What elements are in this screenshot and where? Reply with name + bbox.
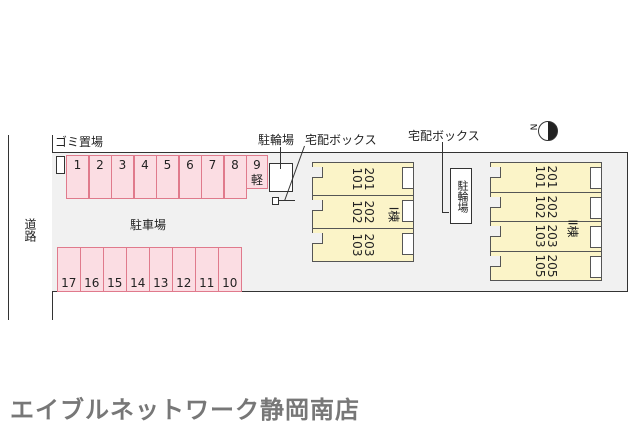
parking-space-9-number: 9 [253,158,261,172]
agency-name: エイブルネットワーク静岡南店 [10,396,360,424]
parking-space-13: 13 [149,247,173,292]
unit-numbers: 203 103 [533,224,559,248]
entrance-notch [590,226,602,248]
unit-numbers: 201 101 [533,165,559,189]
road-label: 道路 [23,218,37,242]
unit-numbers: 202 102 [350,200,376,224]
delivery-box-label-2: 宅配ボックス [408,129,480,143]
building2-unit: 201 101 [490,162,602,193]
bike-parking-label-2: 駐輪場 [456,179,469,213]
leader-line [280,147,281,169]
unit-numbers: 201 101 [350,167,376,191]
leader-line [442,142,443,212]
balcony [312,233,323,244]
parking-space-10: 10 [218,247,242,292]
parking-space-4: 4 [133,155,157,199]
building-2-name: Ⅱ棟 [565,219,580,238]
delivery-box-label: 宅配ボックス [305,133,377,147]
parking-space-14: 14 [126,247,150,292]
bike-parking-box [269,163,293,192]
compass-north: N [527,123,538,131]
parking-space-6: 6 [178,155,202,199]
garbage-label: ゴミ置場 [55,135,104,149]
building-1-name: Ⅰ棟 [386,206,401,223]
parking-space-12: 12 [172,247,196,292]
road-line [8,135,9,320]
parking-space-3: 3 [111,155,134,199]
compass-icon [538,121,558,141]
parking-space-9-note: 軽 [250,173,263,187]
parking-space-1: 1 [66,155,89,199]
parking-space-2: 2 [88,155,112,199]
parking-space-15: 15 [103,247,127,292]
building2-unit: 203 103 [490,221,602,252]
balcony [312,200,323,211]
parking-label: 駐車場 [130,218,167,232]
parking-space-8: 8 [223,155,247,199]
balcony [490,226,501,237]
delivery-box [272,197,279,205]
bike-parking-box-2: 駐輪場 [450,168,472,224]
balcony [490,196,501,208]
entrance-notch [402,233,414,255]
entrance-notch [590,196,602,219]
unit-numbers: 202 102 [533,195,559,219]
parking-space-17: 17 [57,247,81,292]
entrance-notch [590,255,602,278]
building1-unit: 203 103 [312,228,414,262]
parking-space-16: 16 [80,247,104,292]
building2-unit: 202 102 [490,191,602,222]
balcony [490,167,501,178]
balcony [312,167,323,178]
unit-numbers: 203 103 [350,233,376,257]
leader-line [278,200,295,201]
balcony [490,255,501,267]
bike-parking-label: 駐輪場 [258,133,295,147]
parking-space-5: 5 [156,155,179,199]
parking-space-11: 11 [195,247,219,292]
entrance-notch [402,200,414,222]
parking-space-7: 7 [201,155,224,199]
entrance-notch [402,167,414,189]
leader-line [442,212,449,213]
unit-numbers: 205 105 [533,254,559,278]
garbage-box [56,156,65,174]
building2-unit: 205 105 [490,250,602,281]
building1-unit: 201 101 [312,162,414,196]
entrance-notch [590,167,602,189]
